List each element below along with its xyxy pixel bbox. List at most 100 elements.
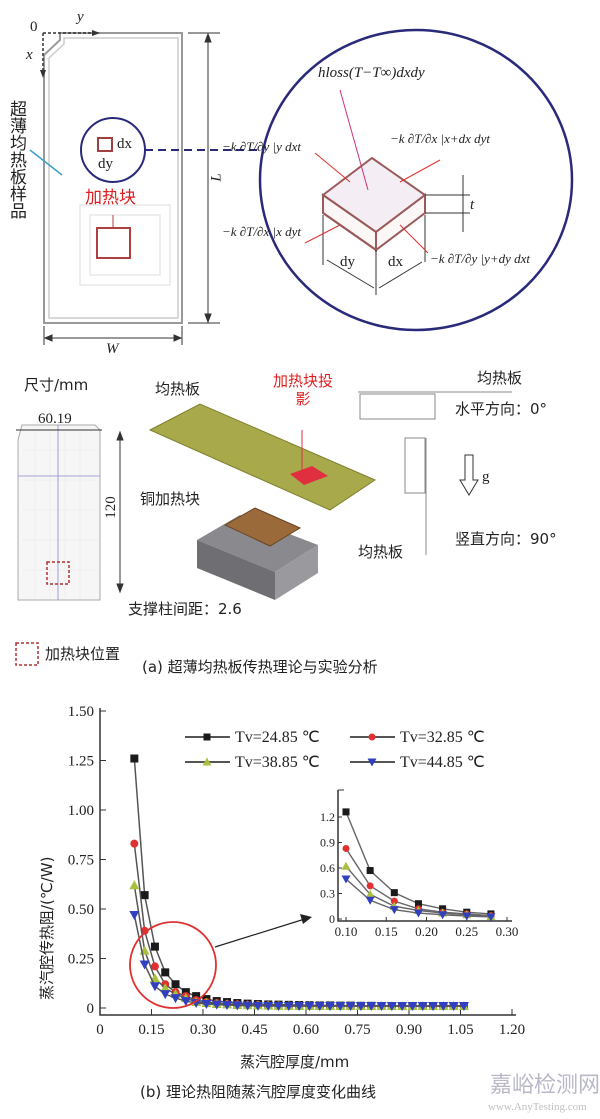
legend-label: Tv=44.85 ℃ [400, 754, 485, 771]
data-point [129, 880, 140, 890]
data-point [140, 891, 149, 900]
panel-a-diagram [15, 28, 574, 666]
dimension-unit: 尺寸/mm [24, 376, 89, 394]
legend-marker [202, 757, 212, 766]
y-tick-label: 1.00 [68, 803, 94, 819]
data-point [408, 1002, 417, 1011]
inset-data-point [413, 906, 423, 914]
inset-y-tick-label: 0 [329, 912, 335, 926]
data-point [449, 1002, 458, 1011]
data-point [149, 973, 160, 983]
data-point [294, 1001, 305, 1011]
data-point [345, 1002, 356, 1012]
data-point [253, 1000, 262, 1009]
sample-leader [29, 149, 63, 176]
data-point [160, 990, 171, 1000]
data-point [242, 1001, 253, 1011]
inset-x-tick-label: 0.10 [335, 924, 358, 939]
data-point [355, 1002, 366, 1012]
data-point [417, 1001, 428, 1011]
data-point [294, 1002, 305, 1012]
data-point [439, 1002, 448, 1011]
data-point [233, 1000, 242, 1009]
inset-x-tick-label: 0.15 [375, 924, 398, 939]
zoom-arrow [214, 917, 309, 948]
inset-data-point [365, 896, 375, 905]
inset-data-point [390, 889, 398, 897]
inset-data-point [341, 875, 351, 884]
inset-data-point [390, 897, 398, 905]
data-point [140, 926, 149, 935]
sample-label: 超薄均热板样品 [6, 100, 26, 219]
inset-data-point [487, 912, 495, 920]
axis-y-label: y [77, 9, 84, 25]
data-point [335, 1002, 346, 1012]
data-point [314, 1001, 325, 1011]
data-point [243, 999, 252, 1008]
zoom-arrowhead [300, 914, 312, 924]
data-point [459, 1002, 468, 1011]
data-point [458, 1002, 469, 1012]
cube-dy-label: dy [340, 254, 355, 270]
data-point [232, 1000, 243, 1010]
x-tick-label: 1.20 [499, 1022, 525, 1038]
data-point [263, 1002, 274, 1012]
data-point [398, 1002, 407, 1011]
watermark-cn: 嘉峪检测网 [490, 1073, 600, 1098]
width-value: 60.19 [38, 411, 72, 427]
y-tick-label: 1.50 [68, 704, 94, 720]
orientation-sketch [358, 391, 512, 555]
panel-a-caption: (a) 超薄均热板传热理论与实验分析 [142, 658, 378, 676]
data-point [448, 1001, 459, 1011]
inset-series-line-2 [345, 865, 491, 918]
data-point [428, 1001, 439, 1011]
data-point [407, 1002, 418, 1012]
inset-data-point [389, 906, 399, 915]
data-point [459, 1002, 468, 1011]
inset-y-tick-label: 0.9 [320, 836, 335, 850]
data-point [274, 1000, 283, 1009]
data-point [366, 1001, 377, 1011]
gravity-arrow [459, 454, 479, 496]
data-point [130, 754, 139, 763]
inset-y-tick-label: 1.2 [320, 810, 335, 824]
data-point [429, 1002, 438, 1011]
data-point [439, 1002, 448, 1011]
legend-marker [203, 733, 211, 741]
data-point [305, 1001, 314, 1010]
data-point [171, 980, 180, 989]
inset-data-point [463, 910, 471, 918]
data-point [170, 994, 181, 1004]
data-point [458, 1001, 469, 1011]
data-point [408, 1002, 417, 1011]
vapor-chamber-outline [43, 32, 183, 324]
zoom-circle [129, 921, 217, 1009]
data-point [161, 968, 170, 977]
data-point [346, 1002, 355, 1011]
width-label: W [106, 341, 119, 357]
panel-b-caption: (b) 理论热阻随蒸汽腔厚度变化曲线 [140, 1083, 376, 1101]
data-point [448, 1002, 459, 1012]
vc-dimension-drawing [17, 424, 101, 601]
data-point [181, 988, 190, 997]
data-point [201, 998, 212, 1008]
inset-series-line-1 [345, 848, 491, 917]
data-point [149, 982, 160, 992]
dimension-L [188, 32, 220, 324]
length-label: L [208, 173, 225, 182]
flux-y-out: −k ∂T/∂y |y+dy dxt [430, 251, 531, 266]
x-tick-label: 0.45 [241, 1022, 267, 1038]
data-point [180, 993, 191, 1003]
data-point [223, 1000, 232, 1009]
data-point [191, 997, 202, 1007]
inset-data-point [487, 910, 495, 918]
legend-label: Tv=24.85 ℃ [235, 729, 320, 746]
inset-data-point [365, 889, 375, 898]
watermark-url: www.AnyTesting.com [488, 1101, 587, 1113]
element-dx-label: dx [117, 136, 132, 152]
data-point [201, 1000, 212, 1010]
data-point [263, 1000, 274, 1010]
inset-series-line-0 [345, 811, 491, 915]
data-point [398, 1002, 407, 1011]
heater-projection-label: 加热块投影 [273, 372, 334, 408]
